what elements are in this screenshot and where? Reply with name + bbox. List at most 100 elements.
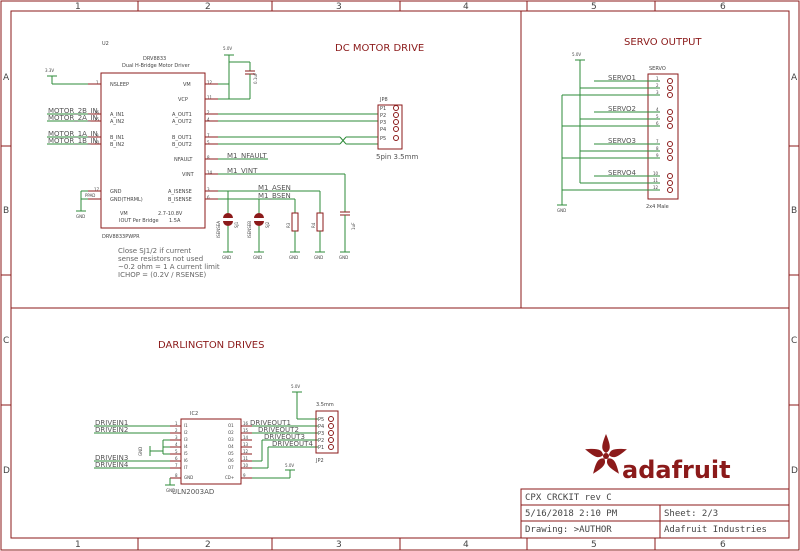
adafruit-logo: adafruit	[585, 434, 731, 484]
drv-pin-num: 5	[207, 140, 210, 145]
jp2-connector: 5.0V 3.5mm P5 P4 P3 P2 P1 JP2	[291, 384, 339, 464]
servo-pin: 8	[656, 146, 659, 151]
uln-pin-name: O1	[228, 423, 234, 428]
uln-pin-name: GND	[184, 475, 193, 480]
drv-pin-num: 9	[96, 133, 99, 138]
drv-pin-num: 16	[94, 110, 100, 115]
title-block: CPX CRCKIT rev C 5/16/2018 2:10 PM Sheet…	[520, 488, 790, 539]
uln-pin-name: I5	[184, 451, 188, 456]
uln-pin-name: CD+	[225, 475, 234, 480]
uln-pin-num: 15	[243, 428, 249, 433]
net-label: DRIVEOUT3	[264, 433, 305, 441]
drv8833-desc: Dual H-Bridge Motor Driver	[122, 63, 191, 69]
gnd-label: GND	[138, 447, 143, 456]
note-line: ~0.2 ohm = 1 A current limit	[118, 263, 220, 271]
ruler-labels: 1 2 3 4 5 6 1 2 3 4 5 6 A B C D A B C D	[3, 2, 798, 550]
vm-supply: 5.0V 0.1uF	[218, 46, 258, 100]
drv-pin-name: GND(THRML)	[110, 197, 143, 203]
ruler-col-label: 2	[205, 540, 211, 550]
ruler-col-label: 1	[75, 2, 81, 12]
uln-pin-num: 12	[243, 449, 249, 454]
servo-pin: 3	[656, 90, 659, 95]
drv-pin-num: 6	[207, 195, 210, 200]
net-label: DRIVEIN1	[95, 419, 128, 427]
uln-pin-num: 6	[175, 456, 178, 461]
title-block-drawing: Drawing: >AUTHOR	[525, 525, 612, 535]
uln-pin-num: 3	[175, 435, 178, 440]
ruler-col-label: 4	[463, 540, 469, 550]
uln-pin-name: O6	[228, 458, 234, 463]
jp2-pin: P5	[318, 417, 324, 423]
uln-pin-num: 13	[243, 442, 249, 447]
drv-pin-name: B_OUT2	[172, 142, 192, 148]
servo-pin: 1	[656, 76, 659, 81]
jp8-connector: JP8 P1 P2 P3 P4 P5 5pin 3.5mm	[376, 97, 418, 161]
drv-pin-name: VCP	[178, 97, 188, 103]
drv8833-vm-range: 2.7-10.8V	[158, 211, 183, 217]
drv8833-vm-label: VM	[120, 211, 128, 217]
servo-pin: 4	[656, 107, 659, 112]
servo-pin: 7	[656, 139, 659, 144]
ruler-col-label: 6	[720, 540, 726, 550]
jp8-pin: P1	[380, 106, 386, 112]
uln-pin-name: I6	[184, 458, 188, 463]
drv-pin-name: A_OUT1	[172, 112, 192, 118]
drv-pin-name: A_IN1	[110, 112, 124, 118]
jp8-pin: P5	[380, 136, 386, 142]
servo-header-name: SERVO	[649, 66, 666, 72]
net-label: DRIVEIN4	[95, 461, 129, 469]
drv-pin-num: 8	[207, 155, 210, 160]
uln-part: ULN2003AD	[172, 488, 214, 496]
uln-pin-name: O7	[228, 465, 234, 470]
drv-pin-num: 10	[94, 140, 100, 145]
drv-pin-num: 11	[207, 95, 213, 100]
supply-label: 5.0V	[572, 52, 581, 57]
uln-pin-num: 16	[243, 421, 249, 426]
net-label: DRIVEOUT4	[272, 440, 313, 448]
supply-label: 5.0V	[223, 46, 232, 51]
uln-pin-num: 2	[175, 428, 178, 433]
uln-pin-name: I2	[184, 430, 188, 435]
motor-input-nets: MOTOR_2B_IN MOTOR_2A_IN MOTOR_1A_IN MOTO…	[47, 107, 98, 145]
servo-net: SERVO4	[608, 169, 637, 177]
nfault-vint-nets: M1_NFAULT M1_VINT 1uF GND	[218, 152, 356, 260]
uln-pin-num: 1	[175, 421, 178, 426]
jp8-pin: P2	[380, 113, 386, 119]
uln-ref: IC2	[190, 411, 198, 417]
current-sense-note: Close SJ1/2 if current sense resistors n…	[118, 247, 220, 279]
uln-pin-num: 11	[243, 456, 249, 461]
net-label: MOTOR_1B_IN	[48, 137, 98, 145]
net-label: DRIVEIN2	[95, 426, 128, 434]
section-title-dc-motor: DC MOTOR DRIVE	[335, 43, 424, 54]
drv-pin-num: 14	[207, 170, 213, 175]
jp8-desc: 5pin 3.5mm	[376, 153, 418, 161]
note-line: ICHOP = (0.2V / RSENSE)	[118, 271, 207, 279]
drv-pin-name: B_ISENSE	[168, 197, 192, 203]
brand-wordmark: adafruit	[622, 456, 731, 484]
net-label: M1_VINT	[227, 167, 258, 175]
gnd-label: GND	[314, 255, 323, 260]
net-label: DRIVEOUT1	[250, 419, 291, 427]
drv-pin-name: B_IN2	[110, 142, 124, 148]
net-label: M1_ASEN	[258, 184, 291, 192]
ruler-row-label: C	[3, 336, 9, 346]
drv8833-part: DRV8833PWPR	[102, 234, 140, 240]
drv-pin-name: A_IN2	[110, 119, 124, 125]
flower-icon	[585, 434, 627, 474]
drv-pin-name: B_IN1	[110, 135, 124, 141]
section-title-servo: SERVO OUTPUT	[624, 37, 702, 48]
gnd-label: GND	[253, 255, 262, 260]
jp8-ref: JP8	[379, 97, 388, 103]
drv-pin-num: 2	[207, 110, 210, 115]
servo-pin: 12	[653, 185, 659, 190]
uln-pin-name: O4	[228, 444, 234, 449]
drv-pin-name: A_ISENSE	[168, 189, 192, 195]
sj-ref: SJ2	[265, 221, 270, 228]
section-title-darlington: DARLINGTON DRIVES	[158, 340, 264, 351]
drv-pin-name: B_OUT1	[172, 135, 192, 141]
uln2003-ic: IC2 ULN2003AD I1 I2 I3 I4 I5 I6 I7 GND 1…	[172, 411, 249, 496]
resistor-ref: R4	[311, 222, 316, 228]
ruler-row-label: C	[791, 336, 797, 346]
